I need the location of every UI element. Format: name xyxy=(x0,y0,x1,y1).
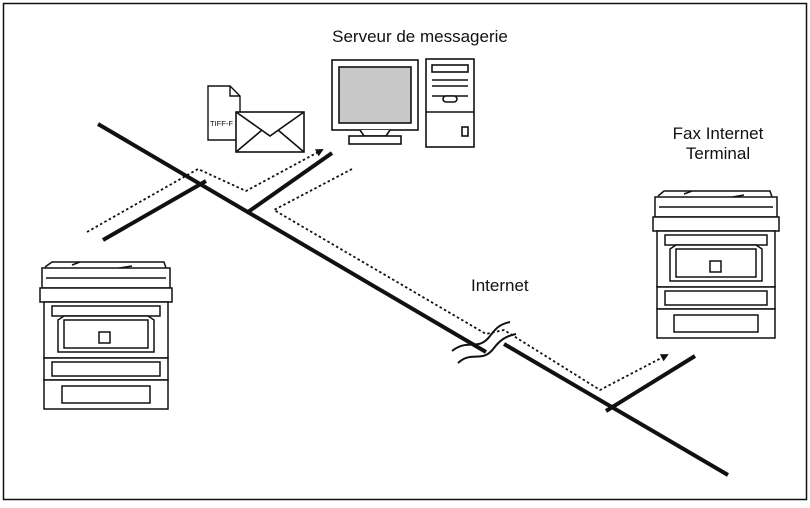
email-server-icon xyxy=(331,58,475,148)
fax-terminal-label-line1: Fax Internet xyxy=(672,124,764,143)
mfp-printer-icon xyxy=(39,261,173,410)
data-flow-paths xyxy=(86,149,669,392)
internet-backbone-line xyxy=(96,122,488,354)
envelope-icon xyxy=(235,111,305,153)
panel-square xyxy=(709,260,722,273)
send-path-arrow xyxy=(86,149,324,233)
server-branch-line xyxy=(246,151,334,214)
tiff-file-icon xyxy=(207,85,241,141)
receiver-branch-line xyxy=(604,354,697,413)
sender-branch-line xyxy=(102,179,207,242)
fax-terminal-label: Fax Internet Terminal xyxy=(628,124,808,164)
monitor-screen xyxy=(338,66,412,124)
internet-break-symbol xyxy=(451,321,517,364)
diagram-border xyxy=(2,2,808,501)
network-lines xyxy=(96,122,730,477)
panel-square xyxy=(98,331,111,344)
internet-label: Internet xyxy=(471,276,529,295)
fax-terminal-icon xyxy=(652,190,780,339)
tiff-file-label: TIFF-F xyxy=(210,119,233,128)
fax-terminal-label-line2: Terminal xyxy=(685,144,751,163)
internet-backbone-line xyxy=(502,342,730,477)
server-label: Serveur de messagerie xyxy=(332,27,508,46)
